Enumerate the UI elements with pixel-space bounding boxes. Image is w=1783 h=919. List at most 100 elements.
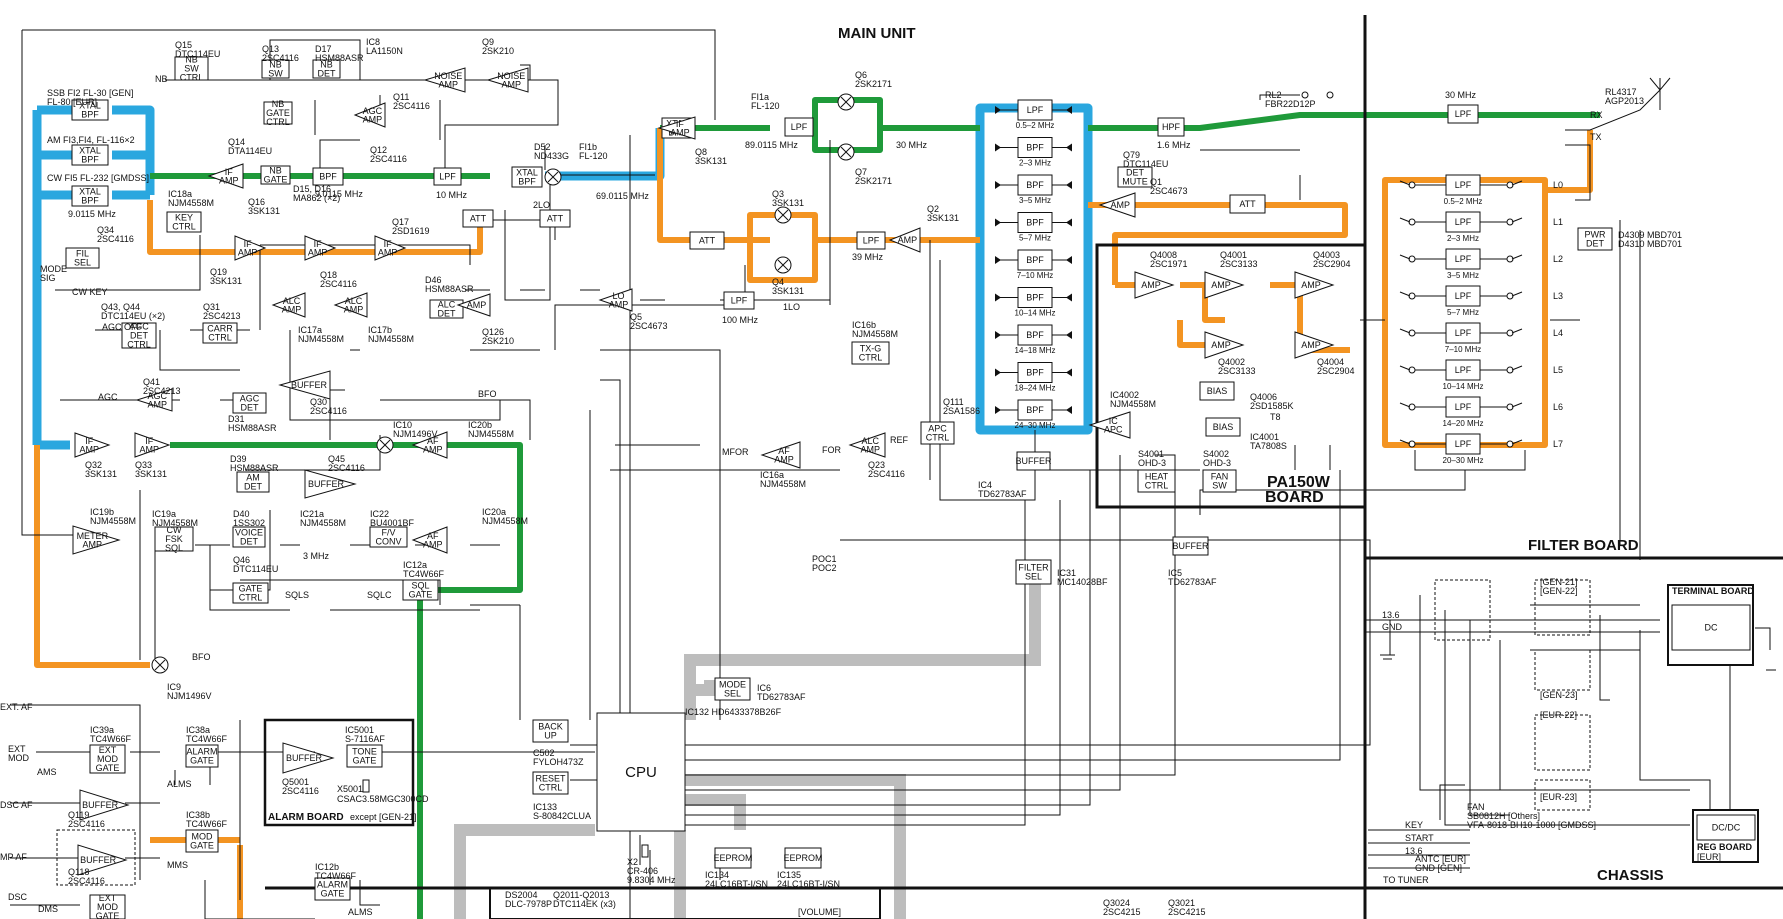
text-line: FYLOH473Z xyxy=(533,757,584,767)
text-line: APC xyxy=(928,424,947,434)
bfo2-label: BFO xyxy=(192,652,211,662)
f100-label: 100 MHz xyxy=(722,315,759,325)
mixer-symbol xyxy=(774,206,792,224)
main-unit-title: MAIN UNIT xyxy=(838,25,916,42)
svg-text:LPF: LPF xyxy=(1455,180,1472,190)
text-line: IC20a xyxy=(482,507,506,517)
alms2-label: ALMS xyxy=(348,907,373,917)
text-line: Q9 xyxy=(482,37,494,47)
text-line: START xyxy=(1405,833,1434,843)
start-label: START xyxy=(1405,833,1434,843)
text-line: BPF xyxy=(81,110,99,120)
pa-amp-q4001-amplifier: AMP xyxy=(1204,271,1245,299)
text-line: Q4002 xyxy=(1218,357,1245,367)
text-line: NB xyxy=(185,55,198,65)
text-line: Q111 xyxy=(943,397,964,407)
svg-text:5–7 MHz: 5–7 MHz xyxy=(1019,234,1051,243)
text-line: IC20b xyxy=(468,420,492,430)
text-line: DET xyxy=(240,537,259,547)
text-line: UP xyxy=(544,731,557,741)
text-line: OHD-3 xyxy=(1138,458,1166,468)
text-line: AMP xyxy=(423,445,443,455)
text-line: S4002 xyxy=(1203,449,1229,459)
lpf-line-label: L2 xyxy=(1553,254,1563,264)
text-line: APC xyxy=(1104,425,1123,435)
text-line: SIG xyxy=(40,273,56,283)
cpu-block: CPU xyxy=(596,712,686,832)
text-line: FSK xyxy=(165,534,183,544)
text-line: AMP xyxy=(80,445,100,455)
text-line: GATE xyxy=(353,756,377,766)
text-line: KEY xyxy=(175,213,193,223)
text-line: S4001 xyxy=(1138,449,1164,459)
text-line: 9.8304 MHz xyxy=(627,875,676,885)
gen21-label: [GEN-21][GEN-22] xyxy=(1540,577,1578,596)
buffer-q119-amplifier: BUFFER xyxy=(79,789,130,821)
text-line: IF xyxy=(384,239,393,249)
text-line: MUTE xyxy=(1122,177,1148,187)
text-line: GATE xyxy=(266,108,290,118)
text-line: CTRL xyxy=(172,222,196,232)
text-line: IC135 xyxy=(777,870,801,880)
cpu-label: CPU xyxy=(625,764,657,781)
dsc-af-label: DSC AF xyxy=(0,800,33,810)
text-line: 2SC4116 xyxy=(68,819,105,829)
text-line: IC22 xyxy=(370,509,389,519)
text-line: NJM4558M xyxy=(368,334,414,344)
text-line: 2SC4215 xyxy=(1168,907,1206,917)
text-line: AMP xyxy=(774,455,794,465)
text-line: ALMS xyxy=(167,779,192,789)
text-line: 9.0115 MHz xyxy=(68,209,116,219)
text-line: NB xyxy=(269,60,282,70)
pa-amp-q4003-amplifier: AMP xyxy=(1294,271,1335,299)
text-line: AMP xyxy=(344,305,364,315)
text-line: Q18 xyxy=(320,270,337,280)
text-line: Q6 xyxy=(855,70,867,80)
text-line: DET xyxy=(241,403,260,413)
text-line: 13.6 xyxy=(1405,846,1423,856)
text-line: MOD xyxy=(97,754,118,764)
text-line: OHD-3 xyxy=(1203,458,1231,468)
text-line: IC17a xyxy=(298,325,322,335)
text-line: VFA-8018-BH10-1000 [GMDSS] xyxy=(1467,820,1596,830)
text-line: CONV xyxy=(375,537,401,547)
text-line: 2SC4116 xyxy=(320,279,357,289)
text-line: AMP xyxy=(1301,340,1321,350)
text-line: IC12a xyxy=(403,560,427,570)
text-line: Q4001 xyxy=(1220,250,1247,260)
text-line: Q33 xyxy=(135,460,152,470)
text-line: IC133 xyxy=(533,802,557,812)
text-line: TC4W66F xyxy=(403,569,445,579)
alms-label: ALMS xyxy=(167,779,192,789)
lpf-line-label: L5 xyxy=(1553,365,1563,375)
svg-text:LPF: LPF xyxy=(1455,439,1472,449)
text-line: 69.0115 MHz xyxy=(596,191,649,201)
text-line: HSM88ASR xyxy=(425,284,474,294)
text-line: GND [GEN] xyxy=(1415,863,1462,873)
